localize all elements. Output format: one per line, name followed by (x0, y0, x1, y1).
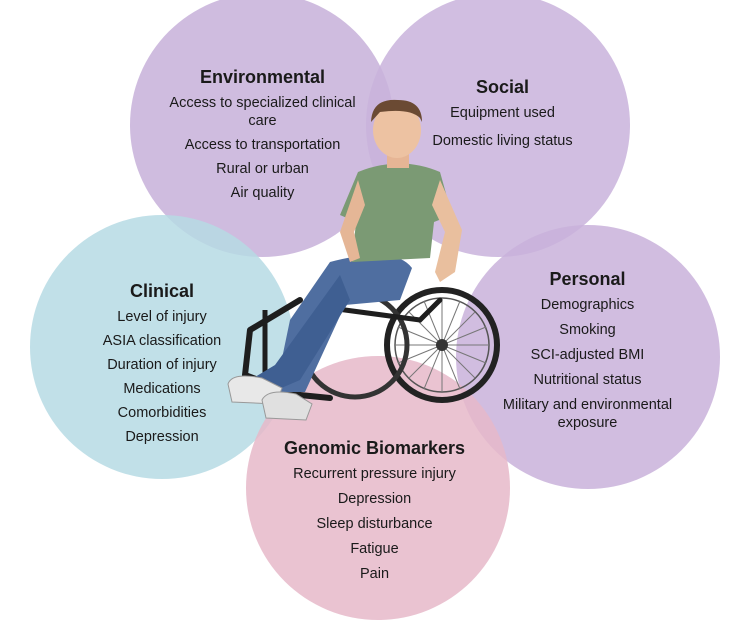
personal-item: Demographics (540, 297, 635, 313)
clinical-item: Duration of injury (107, 357, 217, 373)
genomic-circle (246, 356, 510, 620)
personal-item: Smoking (559, 322, 616, 338)
genomic-item: Fatigue (350, 541, 399, 557)
clinical-title: Clinical (129, 281, 195, 301)
environmental-title: Environmental (199, 67, 326, 87)
environmental-circle (130, 0, 394, 257)
environmental-item: Rural or urban (216, 161, 309, 177)
clinical-item: Depression (125, 429, 199, 445)
social-title: Social (475, 77, 530, 97)
clinical-group: Clinical Level of injury ASIA classifica… (82, 280, 242, 452)
environmental-item: Access to transportation (184, 137, 341, 153)
genomic-item: Sleep disturbance (316, 516, 433, 532)
person-in-wheelchair-illustration (227, 99, 500, 421)
clinical-item: Medications (123, 381, 201, 397)
personal-group: Personal Demographics Smoking SCI-adjust… (495, 268, 680, 439)
clinical-item: Level of injury (117, 309, 207, 325)
clinical-item: ASIA classification (102, 333, 222, 349)
personal-item: Military and environmental exposure (502, 397, 673, 431)
personal-title: Personal (549, 269, 626, 289)
personal-circle (456, 225, 720, 489)
genomic-item: Recurrent pressure injury (293, 466, 456, 482)
social-item: Domestic living status (432, 133, 573, 149)
social-item: Equipment used (450, 105, 555, 121)
environmental-item: Air quality (230, 185, 295, 201)
genomic-biomarkers-group: Genomic Biomarkers Recurrent pressure in… (262, 437, 487, 590)
personal-item: Nutritional status (533, 372, 642, 388)
personal-item: SCI-adjusted BMI (530, 347, 645, 363)
clinical-circle (30, 215, 294, 479)
genomic-biomarkers-title: Genomic Biomarkers (283, 438, 466, 458)
clinical-item: Comorbidities (117, 405, 207, 421)
social-group: Social Equipment used Domestic living st… (415, 76, 590, 160)
genomic-item: Pain (359, 566, 390, 582)
environmental-item: Access to specialized clinical care (169, 95, 356, 129)
environmental-group: Environmental Access to specialized clin… (160, 66, 365, 208)
genomic-item: Depression (337, 491, 412, 507)
